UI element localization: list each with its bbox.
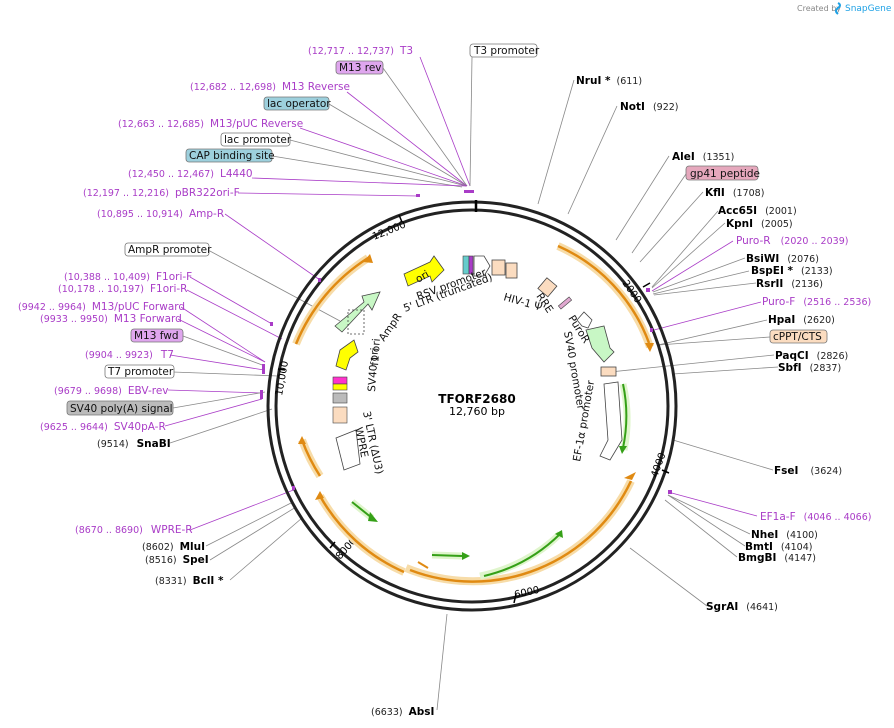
plasmid-name: TFORF2680 bbox=[438, 392, 515, 406]
puror-arrow bbox=[585, 325, 615, 363]
site-spei: (8516)SpeI bbox=[145, 554, 209, 566]
lac-operator-box: lac operator bbox=[267, 98, 331, 110]
tick-12000: 12,000 bbox=[371, 219, 408, 242]
site-bcli: (8331)BclI * bbox=[155, 575, 224, 587]
site-kfli: KflI(1708) bbox=[705, 187, 764, 199]
primer-ebv-rev: (9679 .. 9698)EBV-rev bbox=[54, 385, 169, 397]
t3-promoter-box: T3 promoter bbox=[473, 45, 540, 57]
m13-fwd-box: M13 fwd bbox=[134, 330, 179, 342]
primer-ticks bbox=[260, 190, 672, 494]
site-snabi: (9514)SnaBI bbox=[97, 438, 171, 450]
site-sbfi: SbfI(2837) bbox=[778, 362, 841, 374]
cppt-cts-box: cPPT/CTS bbox=[773, 331, 822, 343]
primer-l4440: (12,450 .. 12,467)L4440 bbox=[128, 168, 253, 180]
feature-pink bbox=[332, 376, 348, 385]
primer-sv40pa-r: (9625 .. 9644)SV40pA-R bbox=[40, 421, 166, 433]
f1-ori-arrow bbox=[335, 339, 359, 371]
ori-label: ori bbox=[414, 268, 432, 285]
rsv-promoter-arrow bbox=[473, 255, 491, 277]
site-rsrii: RsrII(2136) bbox=[756, 278, 823, 290]
t7-promoter-box: T7 promoter bbox=[107, 366, 174, 378]
site-bspei: BspEI *(2133) bbox=[751, 265, 833, 277]
hiv-psi-box bbox=[505, 262, 518, 279]
created-by-text: Created by bbox=[797, 4, 841, 13]
ring-orf-arcs bbox=[292, 242, 654, 586]
primer-labels: (12,717 .. 12,737)T3 (12,682 .. 12,698)M… bbox=[18, 45, 871, 536]
primer-m13-forward: (9933 .. 9950)M13 Forward bbox=[40, 313, 182, 325]
m13-rev-box: M13 rev bbox=[339, 62, 382, 74]
site-sgrai: SgrAI(4641) bbox=[706, 601, 778, 613]
ori-arrow bbox=[403, 255, 445, 287]
ampr-promoter-box: AmpR promoter bbox=[128, 244, 212, 256]
cap-binding-site-box: CAP binding site bbox=[189, 150, 275, 162]
site-nhei: NheI(4100) bbox=[751, 529, 818, 541]
site-hpai: HpaI(2620) bbox=[768, 314, 835, 326]
site-fsei: FseI(3624) bbox=[774, 465, 842, 477]
gp41-peptide-box: gp41 peptide bbox=[690, 168, 760, 180]
primer-ef1a-f: EF1a-F(4046 .. 4066) bbox=[760, 511, 871, 523]
inner-label-group: ori RSV promoter 5' LTR (truncated) AmpR… bbox=[352, 266, 597, 475]
primer-pbr322ori-f: (12,197 .. 12,216)pBR322ori-F bbox=[83, 187, 240, 199]
sv40-ori-label: SV40 ori bbox=[366, 347, 381, 392]
sv40-polya-signal-box: SV40 poly(A) signal bbox=[70, 403, 173, 415]
f1-ori-label: f1 ori bbox=[369, 338, 383, 366]
backbone-inner-ring bbox=[274, 208, 670, 604]
tick-10000: 10,000 bbox=[274, 360, 291, 396]
site-alei: AleI(1351) bbox=[672, 151, 734, 163]
primer-amp-r: (10,895 .. 10,914)Amp-R bbox=[97, 208, 224, 220]
ltr-3-shape bbox=[335, 429, 361, 471]
sv40-promoter-arrow bbox=[576, 311, 593, 329]
primer-puro-r: Puro-R(2020 .. 2039) bbox=[736, 235, 848, 247]
feature-yellow bbox=[332, 383, 348, 391]
lac-promoter-box: lac promoter bbox=[224, 134, 292, 146]
site-bmti: BmtI(4104) bbox=[745, 541, 812, 553]
site-noti: NotI(922) bbox=[620, 101, 678, 113]
primer-t7: (9904 .. 9923)T7 bbox=[85, 349, 174, 361]
restriction-site-labels: NruI *(611) NotI(922) AleI(1351) KflI(17… bbox=[97, 75, 848, 718]
plasmid-size: 12,760 bp bbox=[449, 405, 505, 418]
site-bsiwi: BsiWI(2076) bbox=[746, 253, 819, 265]
brand-text: SnapGene bbox=[845, 4, 892, 14]
snapgene-logo-icon bbox=[835, 2, 841, 15]
site-absi: (6633)AbsI bbox=[371, 706, 434, 718]
primer-m13-reverse: (12,682 .. 12,698)M13 Reverse bbox=[190, 81, 350, 93]
tick-6000: 6000 bbox=[513, 585, 540, 601]
site-bmgbi: BmgBI(4147) bbox=[738, 552, 816, 564]
site-mlui: (8602)MluI bbox=[142, 541, 205, 553]
inner-features bbox=[332, 255, 623, 471]
cppt-box bbox=[600, 366, 617, 377]
boxed-feature-labels: T3 promoter M13 rev lac operator lac pro… bbox=[66, 43, 828, 416]
primer-f1ori-f: (10,388 .. 10,409)F1ori-F bbox=[64, 271, 192, 283]
site-paqci: PaqCI(2826) bbox=[775, 350, 848, 362]
ltr-5-box bbox=[491, 259, 506, 276]
ef1a-promoter-shape bbox=[599, 381, 623, 461]
ampr-arrow bbox=[334, 291, 381, 333]
primer-m13-puc-forward: (9942 .. 9964)M13/pUC Forward bbox=[18, 301, 185, 313]
site-nrui: NruI *(611) bbox=[576, 75, 642, 87]
site-kpni: KpnI(2005) bbox=[726, 218, 793, 230]
wpre-box bbox=[332, 406, 348, 424]
site-acc65i: Acc65I(2001) bbox=[718, 205, 797, 217]
primer-puro-f: Puro-F(2516 .. 2536) bbox=[762, 296, 871, 308]
primer-f1ori-r: (10,178 .. 10,197)F1ori-R bbox=[58, 283, 187, 295]
primer-wpre-r: (8670 .. 8690)WPRE-R bbox=[75, 524, 193, 536]
primer-m13-puc-reverse: (12,663 .. 12,685)M13/pUC Reverse bbox=[118, 118, 303, 130]
primer-t3: (12,717 .. 12,737)T3 bbox=[308, 45, 413, 57]
backbone-outer-ring bbox=[266, 200, 678, 612]
sv40-polya-box bbox=[332, 392, 348, 404]
rre-box bbox=[537, 277, 558, 298]
